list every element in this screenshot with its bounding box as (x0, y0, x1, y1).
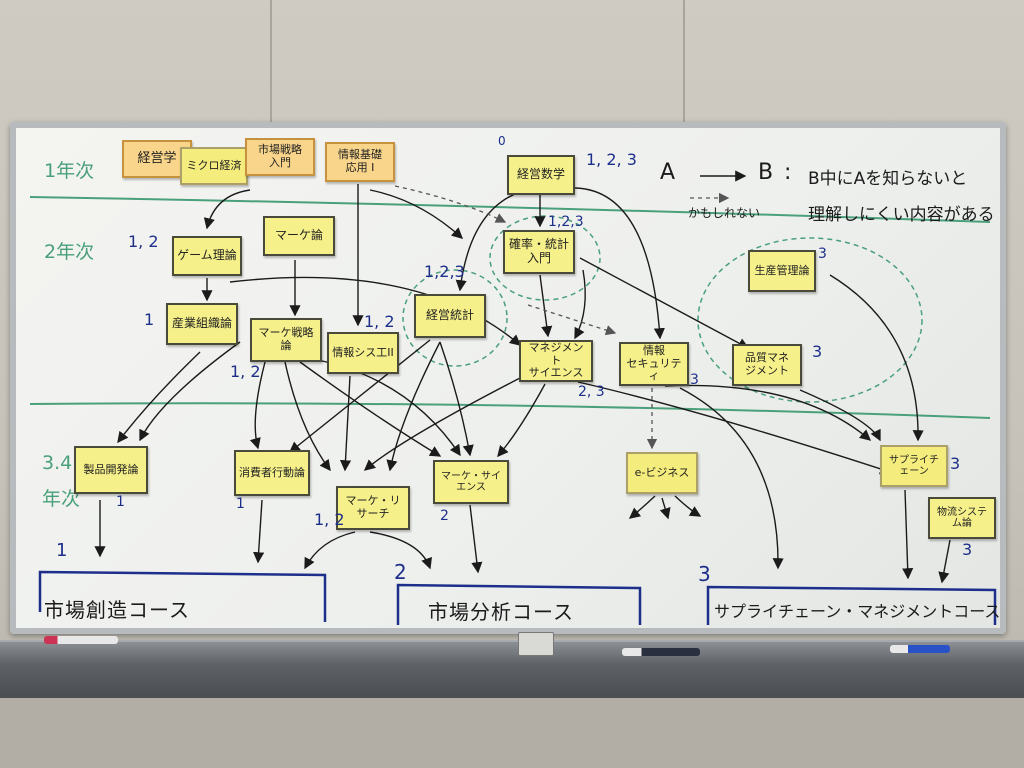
num-keiei-toukei: 1,2,3 (424, 262, 465, 281)
note-marketing-science: マーケ・サイエンス (433, 460, 509, 504)
year-label-2: 2年次 (44, 241, 95, 263)
num-seisan: 3 (818, 246, 827, 262)
note-hinshitsu-management: 品質マネ ジメント (732, 344, 802, 386)
note-keiei-toukei: 経営統計 (414, 294, 486, 338)
note-seisan-kanri: 生産管理論 (748, 250, 816, 292)
num-course3: 3 (698, 562, 711, 586)
num-research: 1, 2 (314, 510, 345, 529)
num-jouhou-sys: 1, 2 (364, 312, 395, 331)
year-label-1: 1年次 (44, 160, 95, 182)
note-marketing-research: マーケ・リサーチ (336, 486, 410, 530)
num-seihin: 1 (116, 494, 125, 510)
num-top-123: 1, 2, 3 (586, 150, 637, 169)
note-marketing-ron: マーケ論 (263, 216, 335, 256)
note-jouhou-kiso: 情報基礎 応用 I (325, 142, 395, 182)
legend-dashed-text: かもしれない (688, 206, 761, 220)
note-marketing-senryaku: マーケ戦略論 (250, 318, 322, 362)
course3-title: サプライチェーン・マネジメントコース (714, 602, 1001, 621)
marker-red (44, 636, 118, 644)
num-shouhisha: 1 (236, 496, 245, 512)
note-kakuritsu-toukei: 確率・統計 入門 (503, 230, 575, 274)
note-shouhisha-koudou: 消費者行動論 (234, 450, 310, 496)
lower-wall (0, 696, 1024, 768)
marker-black (622, 648, 700, 656)
year-label-34a: 3.4 (42, 452, 73, 474)
course2-title: 市場分析コース (428, 600, 574, 624)
num-mkt-senryaku: 1, 2 (230, 362, 261, 381)
num-course1: 1 (56, 540, 68, 561)
year-label-34b: 年次 (42, 488, 81, 510)
marker-blue (890, 645, 950, 653)
note-micro: ミクロ経済 (180, 147, 248, 185)
num-top-0: 0 (498, 134, 506, 148)
legend-b: B (758, 160, 774, 185)
wall-seam-middle (683, 0, 685, 135)
note-keiei-suugaku: 経営数学 (507, 155, 575, 195)
num-kakuritsu: 1,2,3 (548, 214, 584, 230)
legend-a: A (660, 160, 676, 185)
num-hinshitsu: 3 (812, 342, 823, 361)
num-sangyou: 1 (144, 310, 155, 329)
course1-title: 市場創造コース (44, 598, 190, 622)
year-divider-2 (29, 402, 991, 419)
note-sangyou-soshiki: 産業組織論 (166, 303, 238, 345)
note-jouhou-security: 情報 セキュリティ (619, 342, 689, 386)
course3-box (706, 585, 997, 625)
legend-colon: : (784, 160, 792, 185)
wall-seam-left (270, 0, 272, 135)
num-game: 1, 2 (128, 232, 159, 251)
cluster-kakuritsu (489, 215, 601, 301)
cluster-seisan (697, 237, 923, 403)
num-mgmt-sci: 2, 3 (578, 384, 605, 400)
num-security: 3 (690, 372, 699, 388)
eraser (518, 632, 554, 656)
note-jouhou-system: 情報シス工II (327, 332, 399, 374)
note-butsuryu-system: 物流システム論 (928, 497, 996, 539)
note-management-science: マネジメント サイエンス (519, 340, 593, 382)
cluster-keiei-toukei (402, 269, 508, 367)
num-mkt-sci: 2 (440, 508, 449, 524)
year-divider-1 (29, 196, 991, 223)
legend-line2: 理解しにくい内容がある (808, 205, 995, 225)
num-supply: 3 (950, 454, 961, 473)
note-seihin-kaihatsu: 製品開発論 (74, 446, 148, 494)
num-butsuryu: 3 (962, 540, 973, 559)
course1-box (38, 570, 327, 622)
note-supply-chain: サプライチェーン (880, 445, 948, 487)
num-course2: 2 (394, 560, 407, 584)
note-shijou-senryaku: 市場戦略 入門 (245, 138, 315, 176)
course2-box (396, 583, 642, 625)
note-game-riron: ゲーム理論 (172, 236, 242, 276)
legend-line1: B中にAを知らないと (808, 169, 968, 189)
note-e-business: e-ビジネス (626, 452, 698, 494)
marker-tray (0, 640, 1024, 698)
